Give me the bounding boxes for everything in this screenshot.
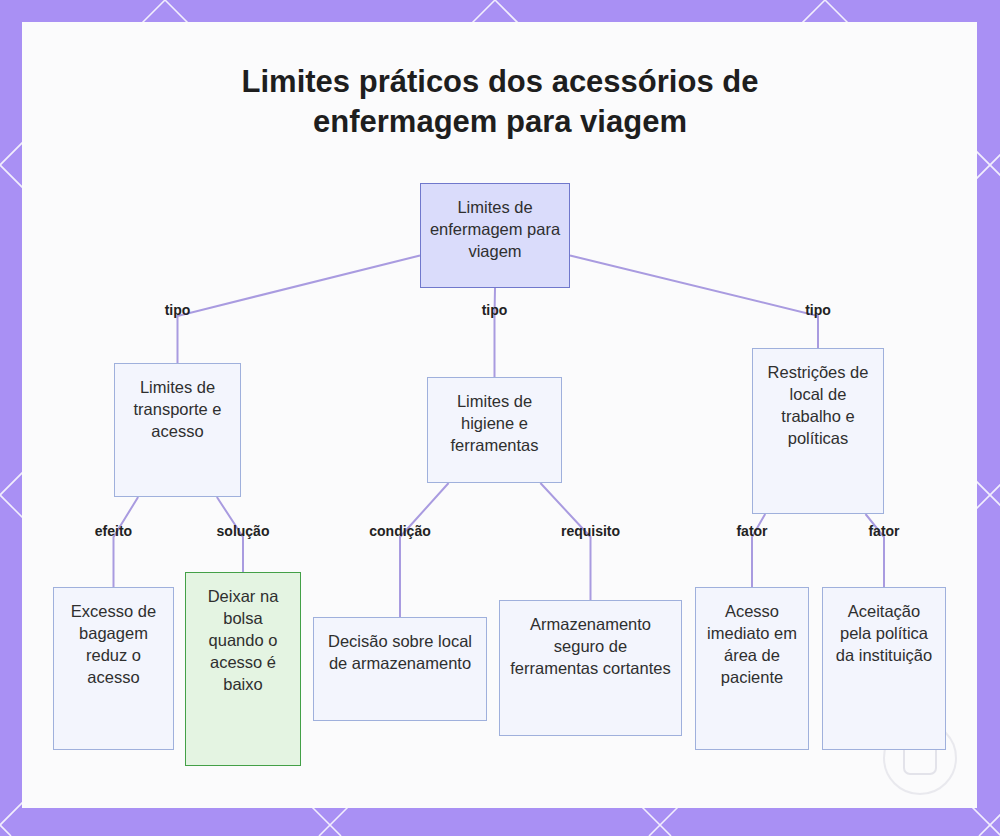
node-text: Acesso imediato em área de paciente <box>704 600 800 688</box>
category-box: Limites de higiene e ferramentas <box>427 377 562 483</box>
content-panel <box>22 22 977 808</box>
edge-label: tipo <box>165 302 191 318</box>
detail-box: Excesso de bagagem reduz o acesso <box>53 587 174 750</box>
node-text: Limites de enfermagem para viagem <box>429 196 561 262</box>
detail-box: Decisão sobre local de armazenamento <box>313 617 487 721</box>
node-text: Deixar na bolsa quando o acesso é baixo <box>194 585 292 695</box>
pattern-line <box>0 0 11 836</box>
edge-label: fator <box>736 523 767 539</box>
edge-label: tipo <box>805 302 831 318</box>
pattern-line <box>979 0 1000 836</box>
solution-box: Deixar na bolsa quando o acesso é baixo <box>185 572 301 766</box>
root-box: Limites de enfermagem para viagem <box>420 183 570 288</box>
diagram-title: Limites práticos dos acessórios de enfer… <box>200 62 800 142</box>
node-text: Decisão sobre local de armazenamento <box>322 630 478 674</box>
detail-box: Acesso imediato em área de paciente <box>695 587 809 750</box>
node-text: Limites de transporte e acesso <box>123 376 232 442</box>
connector-line <box>570 255 818 348</box>
edge-label: condição <box>369 523 430 539</box>
node-text: Restrições de local de trabalho e políti… <box>761 361 875 449</box>
connector-line <box>114 497 139 587</box>
edge-label: requisito <box>561 523 620 539</box>
node-text: Aceitação pela política da instituição <box>831 600 937 666</box>
category-box: Restrições de local de trabalho e políti… <box>752 348 884 514</box>
connector-line <box>400 483 449 617</box>
edge-label: solução <box>217 523 270 539</box>
connector-line <box>494 288 497 377</box>
node-text: Excesso de bagagem reduz o acesso <box>62 600 165 688</box>
detail-box: Armazenamento seguro de ferramentas cort… <box>499 600 682 736</box>
edge-label: tipo <box>482 302 508 318</box>
node-text: Limites de higiene e ferramentas <box>436 390 553 456</box>
connector-line <box>540 483 590 600</box>
category-box: Limites de transporte e acesso <box>114 363 241 497</box>
connector-line <box>178 255 421 363</box>
edge-label: fator <box>868 523 899 539</box>
node-text: Armazenamento seguro de ferramentas cort… <box>508 613 673 679</box>
detail-box: Aceitação pela política da instituição <box>822 587 946 750</box>
edge-label: efeito <box>95 523 132 539</box>
